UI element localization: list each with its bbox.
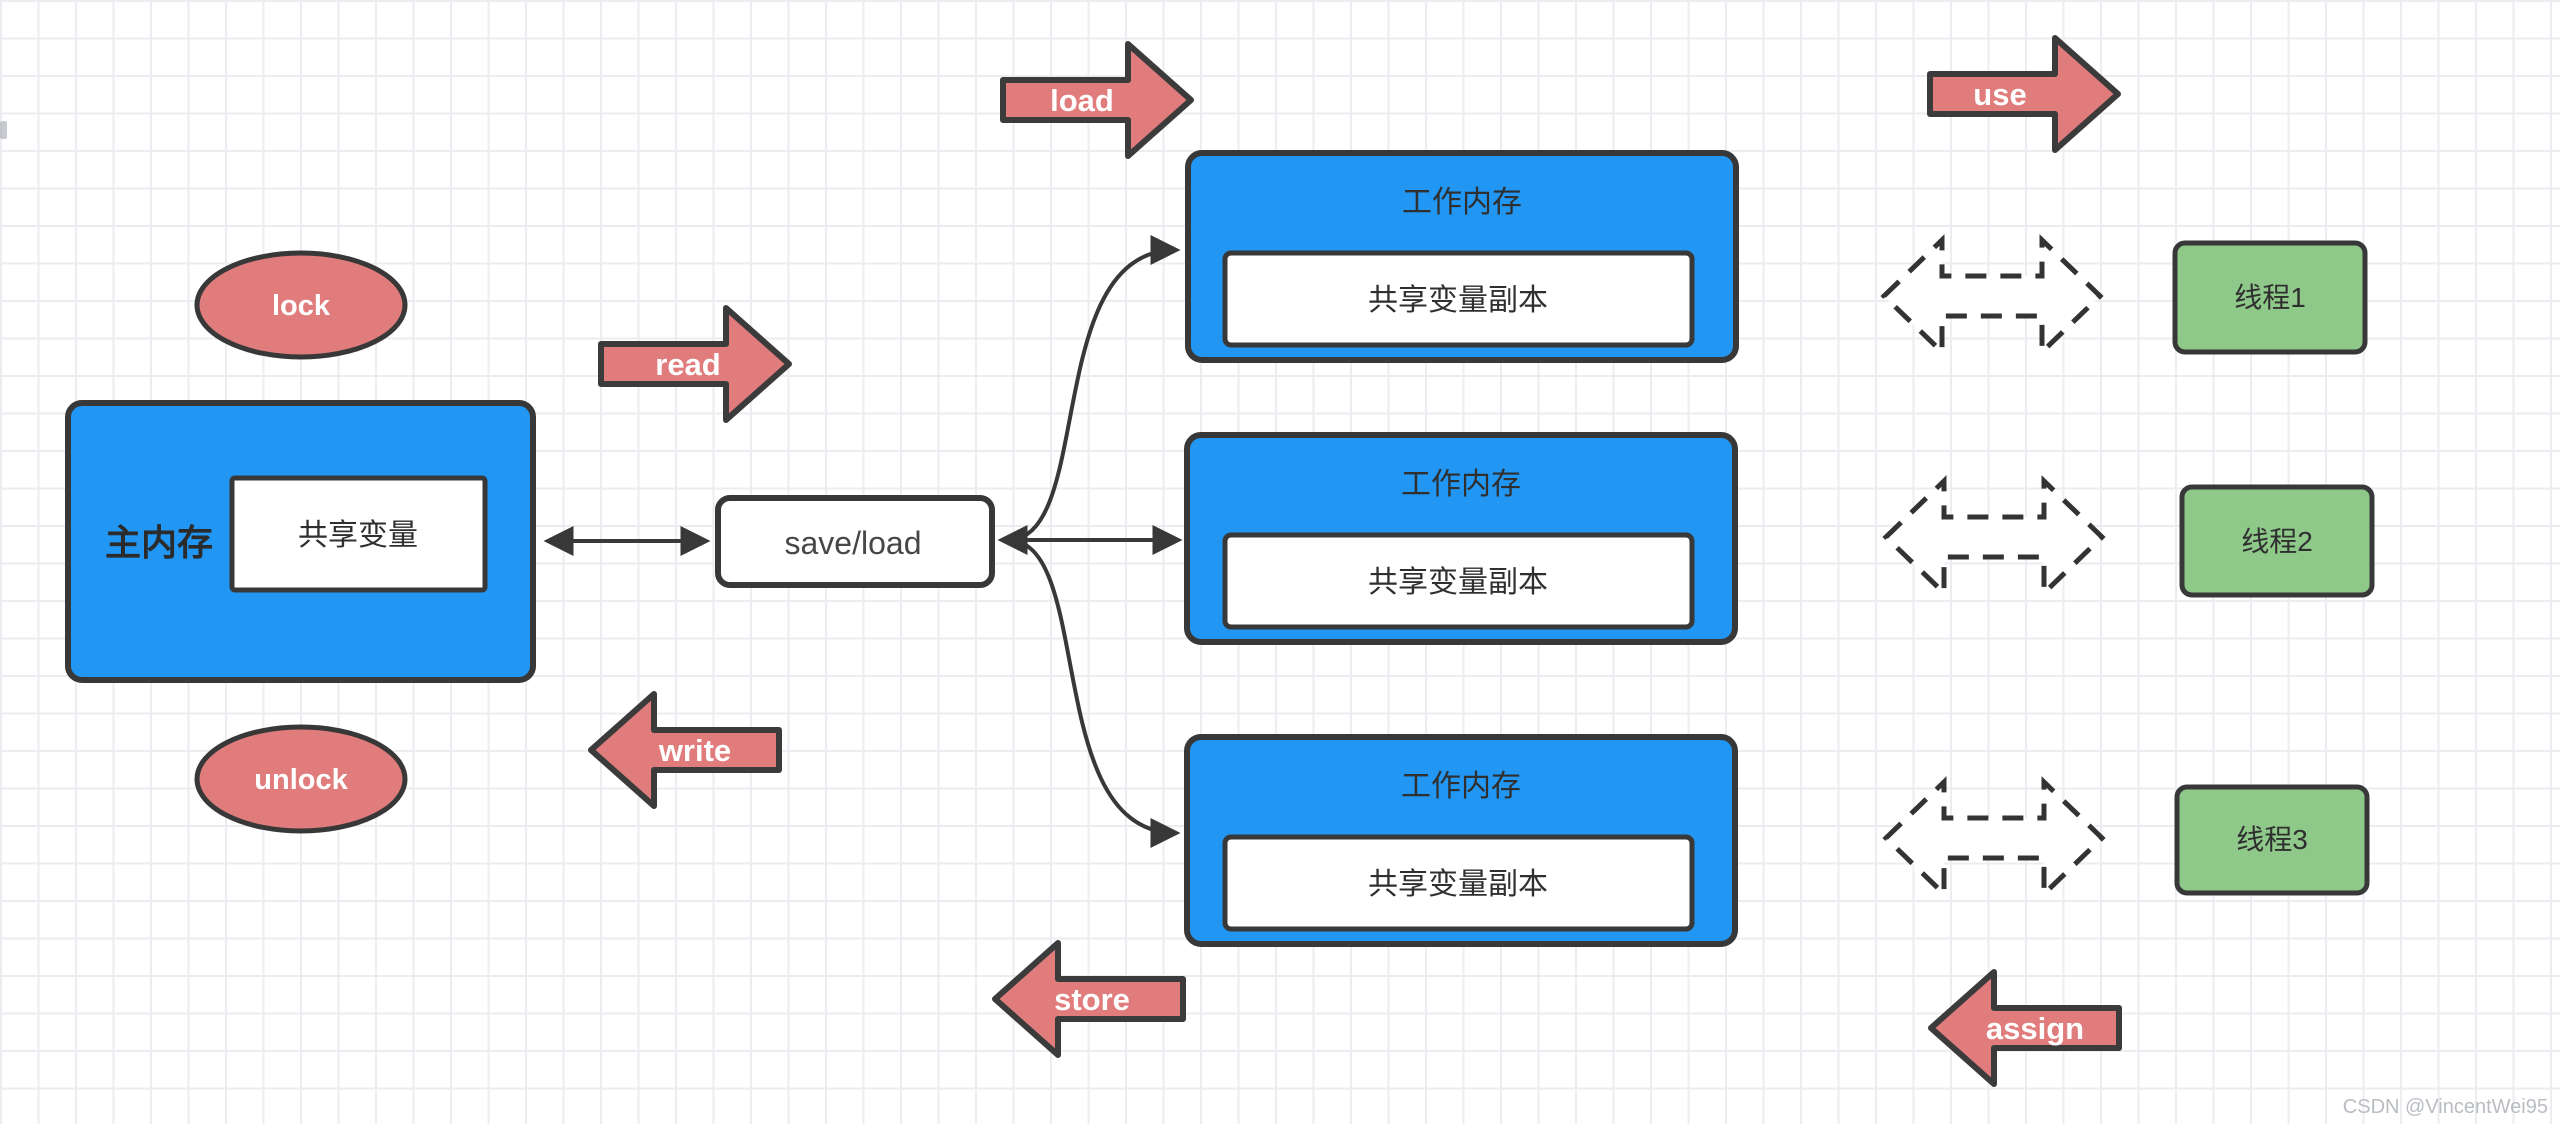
save-load-label: save/load xyxy=(785,525,922,561)
load-arrow[interactable] xyxy=(1000,41,1194,159)
thread-node-2[interactable] xyxy=(2179,484,2375,598)
store-arrow-label: store xyxy=(1054,982,1130,1017)
use-arrow-label: use xyxy=(1973,77,2026,112)
dashed-double-arrow-2[interactable] xyxy=(1882,475,2106,599)
thread-label-3: 线程3 xyxy=(2236,824,2308,855)
thread-node-1[interactable] xyxy=(2172,240,2368,355)
assign-arrow[interactable] xyxy=(1928,969,2122,1087)
thread-label-1: 线程1 xyxy=(2234,282,2306,313)
shared-variable-copy-node-1[interactable] xyxy=(1222,250,1695,348)
shared-variable-copy-node-2[interactable] xyxy=(1222,532,1695,630)
shared-variable-copy-label-2: 共享变量副本 xyxy=(1368,566,1548,599)
write-arrow-label: write xyxy=(658,733,731,768)
main-memory-label: 主内存 xyxy=(105,522,213,563)
read-arrow[interactable] xyxy=(598,305,792,423)
shared-variable-copy-label-1: 共享变量副本 xyxy=(1368,284,1548,317)
shared-variable-node[interactable] xyxy=(229,475,488,593)
load-arrow-label: load xyxy=(1050,83,1114,118)
assign-arrow-label: assign xyxy=(1986,1011,2084,1046)
shared-variable-copy-node-3[interactable] xyxy=(1222,834,1695,932)
fan-connector-top[interactable] xyxy=(1007,235,1181,542)
working-memory-title-2: 工作内存 xyxy=(1401,468,1521,501)
thread-label-2: 线程2 xyxy=(2241,526,2313,557)
read-arrow-label: read xyxy=(655,347,720,382)
save-load-node[interactable] xyxy=(715,495,995,588)
fan-connector-bottom[interactable] xyxy=(1007,538,1181,848)
dashed-double-arrow-1[interactable] xyxy=(1880,234,2104,358)
shared-variable-copy-label-3: 共享变量副本 xyxy=(1368,868,1548,901)
watermark: CSDN @VincentWei95 xyxy=(2343,1096,2548,1118)
use-arrow[interactable] xyxy=(1927,35,2121,153)
canvas-edge-artifact xyxy=(0,121,7,139)
working-memory-title-1: 工作内存 xyxy=(1402,186,1522,219)
lock-ellipse[interactable] xyxy=(194,250,408,360)
dashed-double-arrow-3[interactable] xyxy=(1882,776,2106,900)
store-arrow[interactable] xyxy=(992,940,1186,1058)
write-arrow[interactable] xyxy=(588,691,782,809)
unlock-label: unlock xyxy=(254,764,348,796)
lock-label: lock xyxy=(272,290,331,322)
thread-node-3[interactable] xyxy=(2174,784,2370,896)
unlock-ellipse[interactable] xyxy=(194,724,408,834)
shared-variable-label: 共享变量 xyxy=(298,519,418,552)
working-memory-title-3: 工作内存 xyxy=(1401,770,1521,803)
